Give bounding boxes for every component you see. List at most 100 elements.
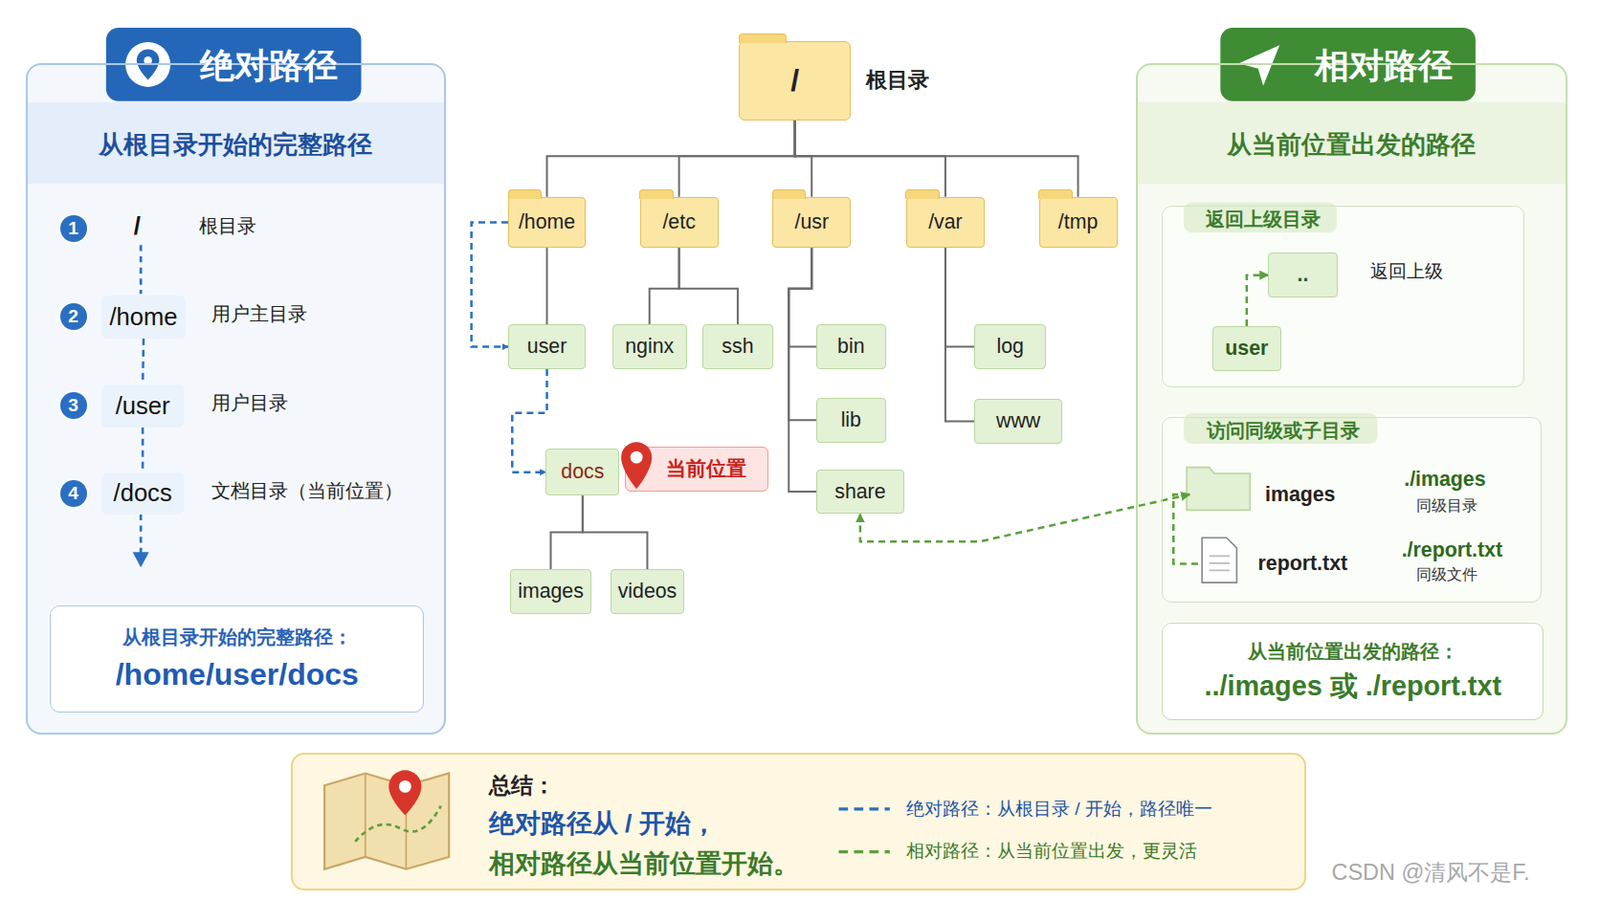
result-caption: 从当前位置出发的路径： [1247, 641, 1459, 664]
pin-shape [621, 442, 652, 489]
map-pin-dot [399, 780, 412, 794]
path-arrow [860, 494, 1190, 542]
folder-box: /etc [640, 197, 719, 248]
path-example: /home/user/docs [115, 657, 359, 693]
step-box: /user [101, 384, 183, 428]
folder-box: /usr [772, 197, 851, 248]
tree-line [945, 247, 975, 347]
tree-line [649, 247, 680, 325]
file-item: report.txt [1201, 538, 1366, 590]
location-callout: 当前位置 [624, 446, 769, 492]
note-label: 同级目录 [1416, 497, 1478, 515]
path-arrow [1246, 275, 1268, 327]
path-line [139, 514, 143, 556]
result-caption: 从根目录开始的完整路径： [122, 626, 353, 649]
directory-box: videos [610, 569, 686, 615]
map-pin [388, 770, 422, 816]
summary-line: 绝对路径从 / 开始， [488, 809, 717, 840]
callout-number: 1 [58, 213, 89, 245]
root-caption: 根目录 [866, 67, 930, 93]
directory-box: .. [1267, 252, 1338, 298]
summary-fill [290, 753, 1307, 891]
sub-panel: 访问同级或子目录imagesreport.txt [1161, 417, 1542, 603]
map-route [355, 806, 442, 843]
path-arrow [471, 222, 509, 347]
legend-sample [839, 807, 890, 811]
folder-icon [1186, 467, 1250, 512]
legend-text: 相对路径：从当前位置出发，更灵活 [906, 841, 1198, 863]
tree-line [679, 120, 796, 198]
plane-icon [1239, 44, 1281, 87]
sub-title: 返回上级目录 [1186, 204, 1340, 236]
path-arrow [511, 369, 547, 473]
node-label: 当前位置 [666, 457, 747, 482]
note-label: 用户目录 [211, 393, 289, 416]
path-arrow [141, 338, 145, 385]
step-box: /home [101, 295, 185, 339]
node-label: /home [109, 303, 178, 332]
node-label: user [527, 334, 567, 359]
pin-dot [630, 450, 644, 464]
directory-box: ssh [702, 324, 775, 370]
path-arrow [141, 427, 145, 473]
tree-line [546, 247, 549, 325]
tree-line [945, 247, 975, 422]
legend-text: 绝对路径：从根目录 / 开始，路径唯一 [906, 799, 1213, 821]
tree-line [795, 120, 1079, 198]
watermark: CSDN @清风不是F. [1332, 859, 1531, 886]
node-label: /var [928, 210, 963, 235]
node-label: report.txt [1258, 538, 1349, 590]
path-arrow [1173, 494, 1202, 565]
note-label: 同级文件 [1416, 566, 1478, 584]
node-label: ssh [721, 334, 754, 359]
node-label: /usr [794, 210, 829, 235]
node-label: /tmp [1058, 210, 1098, 235]
result-fill [47, 604, 423, 712]
note-label: ./report.txt [1401, 537, 1503, 562]
current-directory: docs [545, 448, 620, 496]
tree-line [551, 495, 583, 570]
file-lines [1209, 555, 1230, 571]
panel-title: 相对路径 [1289, 29, 1478, 104]
legend-sample [839, 850, 890, 854]
directory-box: user [508, 324, 586, 370]
result-box: 从根目录开始的完整路径： /home/user/docs [49, 605, 424, 713]
arrow-head [133, 552, 150, 568]
node-label: images [517, 579, 584, 604]
note-label: 根目录 [199, 215, 257, 238]
node-label: docs [560, 460, 604, 485]
root-symbol: / [133, 212, 141, 241]
note-label: 用户主目录 [211, 304, 308, 327]
summary-line: 相对路径从当前位置开始。 [488, 849, 800, 880]
file-icon [1201, 537, 1237, 583]
panel-title: 绝对路径 [175, 29, 363, 104]
callout-number: 1 [67, 218, 79, 240]
path-example: ../images 或 ./report.txt [1204, 670, 1503, 703]
node-label: images [1265, 469, 1335, 519]
callout-number: 2 [67, 306, 79, 328]
tree-line [795, 120, 946, 198]
map-illustration [324, 774, 449, 870]
summary-box: 总结：绝对路径从 / 开始，相对路径从当前位置开始。 [290, 753, 1307, 891]
sub-panel: 返回上级目录..user [1161, 205, 1525, 388]
folder-box: /var [906, 197, 985, 248]
folder-box: /home [508, 197, 586, 248]
note-label: ./images [1403, 467, 1486, 492]
node-label: share [834, 480, 886, 505]
directory-box: nginx [612, 324, 688, 370]
directory-box: share [816, 469, 905, 515]
node-label: nginx [624, 334, 674, 359]
result-box: 从当前位置出发的路径： ../images 或 ./report.txt [1161, 622, 1544, 720]
result-fill [1159, 622, 1542, 719]
node-label: /docs [113, 479, 173, 508]
path-line [139, 244, 143, 294]
directory-box: www [974, 399, 1063, 445]
node-label: .. [1297, 263, 1310, 288]
node-label: lib [841, 408, 862, 433]
panel-fill [25, 63, 446, 735]
tree-line [547, 120, 796, 198]
node-label: /home [518, 210, 576, 235]
callout-number: 3 [58, 390, 89, 422]
relative-panel: 相对路径从当前位置出发的路径返回上级目录..user访问同级或子目录images… [1135, 63, 1568, 735]
node-label: videos [618, 579, 678, 604]
